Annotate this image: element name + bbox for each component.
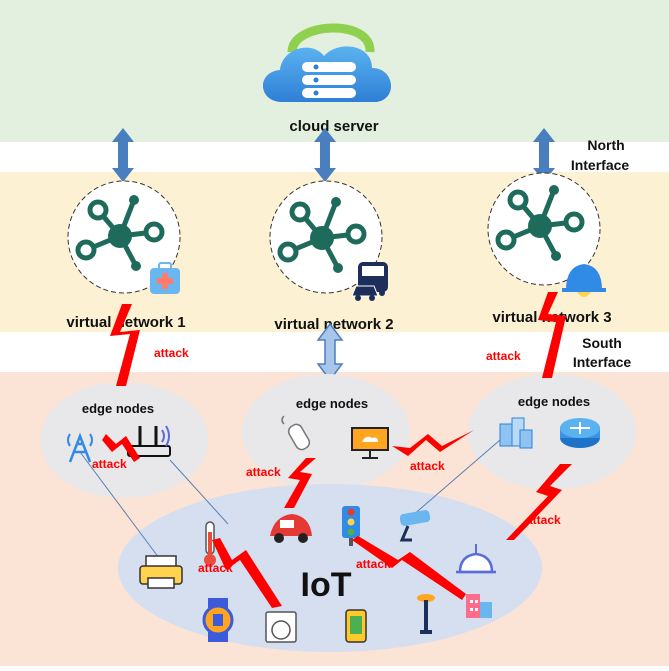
north-interface-label-line1: North bbox=[587, 137, 624, 153]
north-arrow-2 bbox=[314, 128, 336, 182]
cloud-server-label: cloud server bbox=[289, 118, 378, 135]
virtual-network-3 bbox=[487, 172, 606, 297]
medical-kit-icon bbox=[150, 262, 180, 294]
security-camera-icon bbox=[399, 510, 431, 542]
north-arrow-3 bbox=[533, 128, 555, 182]
thermometer-icon bbox=[204, 521, 216, 566]
car-icon bbox=[270, 514, 312, 543]
bus-car-icon bbox=[351, 262, 388, 301]
attack-bolts bbox=[102, 292, 572, 608]
virtual-network-1 bbox=[67, 180, 181, 294]
edge-nodes-label-2: edge nodes bbox=[296, 396, 368, 411]
attack-label-traffic: attack bbox=[356, 557, 391, 571]
building-icon bbox=[466, 594, 492, 618]
smartphone-icon bbox=[345, 609, 367, 643]
street-lamp-icon bbox=[417, 594, 435, 634]
network-switch-icon bbox=[560, 418, 600, 448]
north-arrows bbox=[112, 128, 555, 182]
attack-bolt-monitor bbox=[392, 430, 474, 456]
south-interface-label-line1: South bbox=[582, 335, 622, 351]
attack-bolt-car bbox=[284, 458, 316, 508]
virtual-network-2-label: virtual network 2 bbox=[274, 316, 393, 333]
attack-label-edge1: attack bbox=[92, 457, 127, 471]
attack-bolt-edge1 bbox=[102, 434, 140, 462]
virtual-network-1-label: virtual network 1 bbox=[66, 314, 185, 331]
bell-lamp-icon bbox=[562, 264, 606, 297]
remote-sensor-icon bbox=[281, 415, 311, 451]
edge-nodes-group-2 bbox=[242, 374, 410, 490]
attack-label-vn1: attack bbox=[154, 346, 189, 360]
printer-icon bbox=[139, 555, 183, 589]
edge-nodes-label-1: edge nodes bbox=[82, 401, 154, 416]
south-interface-label-line2: Interface bbox=[573, 354, 632, 370]
smartwatch-icon bbox=[202, 598, 234, 642]
attack-label-monitor: attack bbox=[410, 459, 445, 473]
attack-bolt-vn3 bbox=[538, 292, 566, 378]
display-monitor-icon bbox=[351, 427, 389, 459]
north-arrow-1 bbox=[112, 128, 134, 182]
pendant-lamp-icon bbox=[456, 544, 496, 574]
washing-machine-icon bbox=[265, 611, 297, 643]
north-interface-label-line2: Interface bbox=[571, 157, 630, 173]
attack-bolt-thermo bbox=[212, 538, 282, 608]
attack-label-thermo: attack bbox=[198, 561, 233, 575]
cloud-server-icon bbox=[262, 23, 392, 102]
attack-label-vn3: attack bbox=[486, 349, 521, 363]
traffic-light-icon bbox=[342, 506, 360, 546]
server-rack-icon bbox=[499, 417, 533, 449]
edge-nodes-group-3 bbox=[468, 374, 636, 490]
attack-label-car: attack bbox=[246, 465, 281, 479]
iot-label: IoT bbox=[301, 566, 352, 604]
cell-tower-icon bbox=[67, 432, 93, 463]
attack-bolt-traffic bbox=[352, 536, 466, 600]
virtual-network-2 bbox=[269, 180, 388, 301]
attack-label-lamp: attack bbox=[526, 513, 561, 527]
connection-lines bbox=[79, 439, 501, 567]
edge-nodes-label-3: edge nodes bbox=[518, 394, 590, 409]
attack-bolt-vn1 bbox=[110, 304, 140, 386]
attack-labels: attack attack attack attack attack attac… bbox=[92, 346, 561, 575]
